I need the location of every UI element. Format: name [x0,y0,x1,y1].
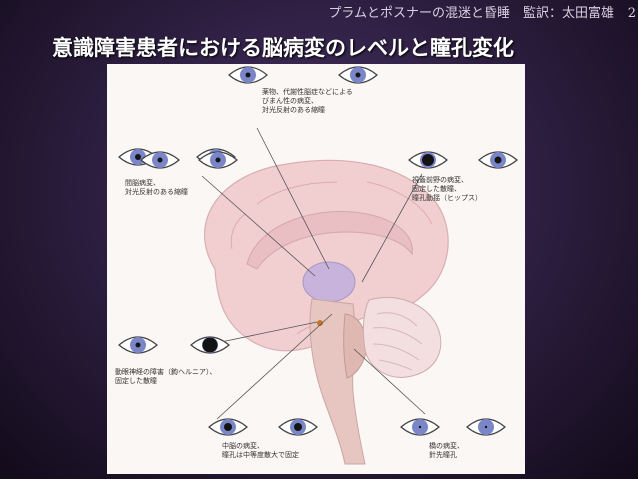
eye-icon [227,64,269,88]
source-credit: プラムとポスナーの混迷と昏睡 監訳：太田富雄 [328,6,614,21]
eye-icon [197,147,239,173]
eye-icon [207,414,249,440]
caption-oculomotor: 動眼神経の障害（鉤ヘルニア）、 固定した散瞳 [115,368,217,385]
eye-icon [399,414,441,440]
thalamus [302,261,356,303]
eye-icon [139,147,181,173]
caption-midbrain: 中脳の病変、 瞳孔は中等度散大で固定 [222,442,299,459]
eye-icon [189,332,231,358]
eye-icon [117,332,159,358]
page-number: 2 [627,6,636,21]
brain-illustration [201,127,449,465]
eye-icon [477,147,519,173]
cerebellum [362,297,442,378]
pons [343,313,367,379]
caption-pons: 橋の病変、 針先瞳孔 [429,442,464,459]
slide-title: 意識障害患者における脳病変のレベルと瞳孔変化 [52,36,514,60]
figure-panel: 薬物、代謝性脳症などによる びまん性の病変、 対光反射のある縮瞳 間脳病変、 対… [107,64,525,474]
eye-icon [337,64,379,88]
caption-tectal: 視蓋前野の病変、 固定した散瞳、 瞳孔動揺（ヒップス） [412,176,482,202]
eye-icon [277,414,319,440]
caption-diencephalon: 間脳病変、 対光反射のある縮瞳 [125,179,188,196]
caption-metabolic: 薬物、代謝性脳症などによる びまん性の病変、 対光反射のある縮瞳 [262,88,353,114]
eye-icon [407,147,449,173]
eye-icon [465,414,507,440]
header: プラムとポスナーの混迷と昏睡 監訳：太田富雄 2 [0,2,638,26]
